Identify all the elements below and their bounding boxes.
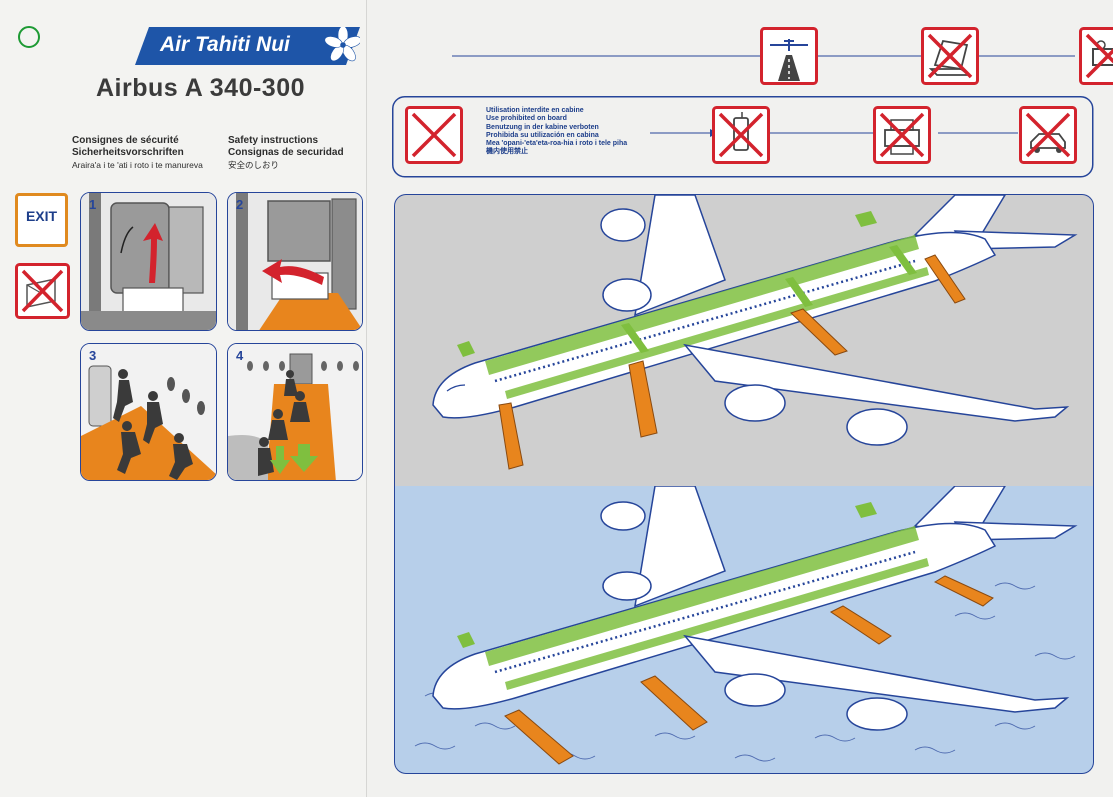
no-luggage-prohibited-icon xyxy=(15,263,70,319)
remote-control-toy-prohibited-icon xyxy=(1019,106,1077,164)
prohibited-row-1-connector xyxy=(452,55,1075,57)
printer-prohibited-icon xyxy=(873,106,931,164)
laptop-prohibited-icon xyxy=(921,27,979,85)
step-number: 4 xyxy=(236,348,244,363)
heading-fr: Consignes de sécurité xyxy=(72,135,179,146)
exit-sign: EXIT xyxy=(15,193,68,247)
water-evacuation-panel xyxy=(394,486,1094,774)
door-open-illustration xyxy=(81,193,216,330)
land-evacuation-panel xyxy=(394,194,1094,486)
caption-line-de: Benutzung in der kabine verboten xyxy=(486,123,599,131)
caption-line-fr: Utilisation interdite en cabine xyxy=(486,107,584,114)
takeoff-landing-icon xyxy=(760,27,818,85)
passengers-jumping-illustration xyxy=(81,344,216,480)
step-number: 3 xyxy=(89,348,97,363)
caption-line-es: Prohibida su utilización en cabina xyxy=(486,131,599,139)
heading-de: Sicherheitsvorschriften xyxy=(72,147,184,158)
heading-ty: Araira'a i te 'ati i roto i te manureva xyxy=(72,160,203,170)
step-2-panel: 2 xyxy=(227,192,363,331)
door-slide-illustration xyxy=(228,193,362,330)
exit-label: EXIT xyxy=(25,208,58,224)
step-3-panel: 3 xyxy=(80,343,217,481)
caption-line-ty: Mea 'opani-'eta'eta-roa-hia i roto i tel… xyxy=(486,140,628,148)
heading-es: Consignas de securidad xyxy=(228,147,344,158)
general-prohibited-icon xyxy=(405,106,463,164)
step-number: 2 xyxy=(236,197,244,212)
brand-logo xyxy=(135,27,360,65)
prohibited-caption: Utilisation interdite en cabine Use proh… xyxy=(486,107,627,157)
video-camera-prohibited-icon xyxy=(1079,27,1113,85)
heading-ja: 安全のしおり xyxy=(228,160,280,170)
heading-en: Safety instructions xyxy=(228,135,319,146)
aircraft-land-evacuation-illustration xyxy=(432,195,1078,470)
caption-line-ja: 機内使用禁止 xyxy=(486,148,528,156)
left-panel: Air Tahiti Nui Airbus A 340-300 Consigne… xyxy=(0,0,367,797)
step-4-panel: 4 xyxy=(227,343,363,481)
caption-line-en: Use prohibited on board xyxy=(486,115,567,123)
brand-name: Air Tahiti Nui xyxy=(160,33,290,56)
mobile-phone-prohibited-icon xyxy=(712,106,770,164)
evacuation-slide-illustration xyxy=(228,344,362,480)
headings-column-2: Safety instructions Consignas de securid… xyxy=(228,135,344,171)
step-number: 1 xyxy=(89,197,97,212)
aircraft-water-evacuation-illustration xyxy=(414,486,1078,765)
circle-mark xyxy=(18,26,40,48)
headings-column-1: Consignes de sécurité Sicherheitsvorschr… xyxy=(72,135,203,171)
aircraft-title: Airbus A 340-300 xyxy=(96,74,306,102)
step-1-panel: 1 xyxy=(80,192,217,331)
